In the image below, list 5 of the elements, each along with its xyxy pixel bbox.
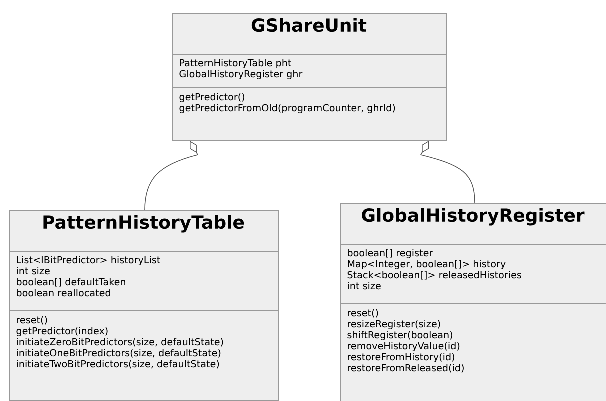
aggregation-connector (144, 141, 198, 210)
aggregation-connector (420, 141, 476, 204)
class-box: GShareUnit PatternHistoryTable pht GlobalHistoryRegister ghr getPredictor() getPredictorFromOld(programCounter, ghrId) (172, 13, 447, 141)
class-box: PatternHistoryTable List<IBitPredictor> historyList int size boolean[] defaultTaken boolean reallocated reset() getPredictor(index) initiateZeroBitPredictors(size, defaultState) initiateOneBitPredictors(size, defaultState) initiateTwoBitPredictors(size, defaultState) (8, 210, 279, 401)
class-box: GlobalHistoryRegister boolean[] register Map<Integer, boolean[]> history Stack<boolean[]> releasedHistories int size reset() resizeRegister(size) shiftRegister(boolean) removeHistoryValue(id) restoreFromHistory(id) restoreFromReleased(id) (340, 203, 606, 401)
